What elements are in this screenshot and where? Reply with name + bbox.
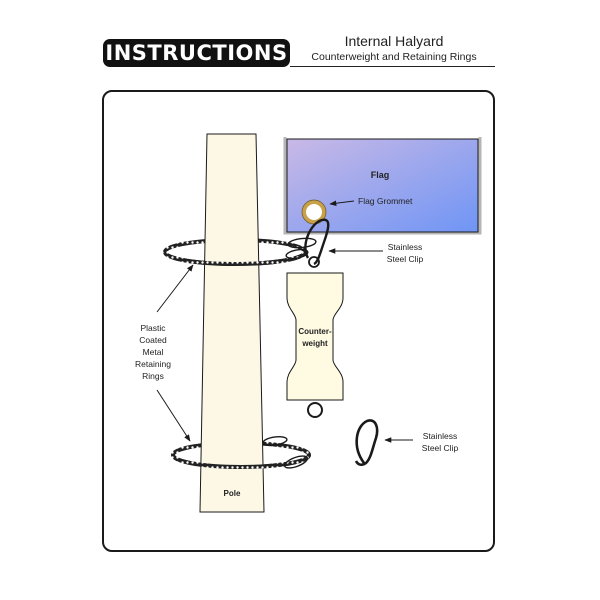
- pole-label: Pole: [224, 489, 241, 498]
- upper-ring-clasp: [285, 248, 309, 260]
- loose-clip-label-line1: Stainless: [423, 431, 458, 441]
- header-underline: [290, 66, 495, 67]
- svg-text:Retaining: Retaining: [135, 359, 171, 369]
- svg-text:Coated: Coated: [139, 335, 167, 345]
- flag-grommet: [302, 200, 326, 224]
- attached-clip-label-line2: Steel Clip: [387, 254, 424, 264]
- counterweight: [286, 272, 344, 401]
- instructions-badge: INSTRUCTIONS: [103, 39, 290, 67]
- svg-text:Plastic: Plastic: [140, 323, 166, 333]
- counterweight-bottom-ring: [307, 402, 323, 418]
- svg-text:Metal: Metal: [143, 347, 164, 357]
- flag-grommet-label: Flag Grommet: [358, 196, 413, 206]
- lower-ring-arrow: [156, 389, 191, 442]
- clip-swivel-ring: [308, 256, 320, 268]
- lower-ring-loop: [262, 436, 288, 446]
- flag-grommet-arrow: [329, 200, 355, 206]
- header-subtitle: Counterweight and Retaining Rings: [311, 51, 477, 63]
- lower-ring-clasp: [283, 455, 309, 469]
- svg-text:Rings: Rings: [142, 371, 164, 381]
- lower-retaining-ring-front: [171, 454, 311, 469]
- counterweight-label-line2: weight: [301, 339, 328, 348]
- flag-pole: [199, 133, 265, 513]
- retaining-rings-label: Plastic Coated Metal Retaining Rings: [135, 323, 171, 381]
- upper-ring-loop: [287, 237, 317, 249]
- counterweight-label-line1: Counter-: [298, 327, 332, 336]
- loose-clip-label-line2: Steel Clip: [422, 443, 459, 453]
- attached-steel-clip: [304, 218, 330, 266]
- flag-label: Flag: [371, 170, 390, 180]
- loose-steel-clip: [354, 419, 379, 467]
- upper-ring-arrow: [156, 264, 194, 313]
- header-title: Internal Halyard: [344, 33, 444, 49]
- diagram-frame: [102, 90, 495, 552]
- attached-clip-label-line1: Stainless: [388, 242, 423, 252]
